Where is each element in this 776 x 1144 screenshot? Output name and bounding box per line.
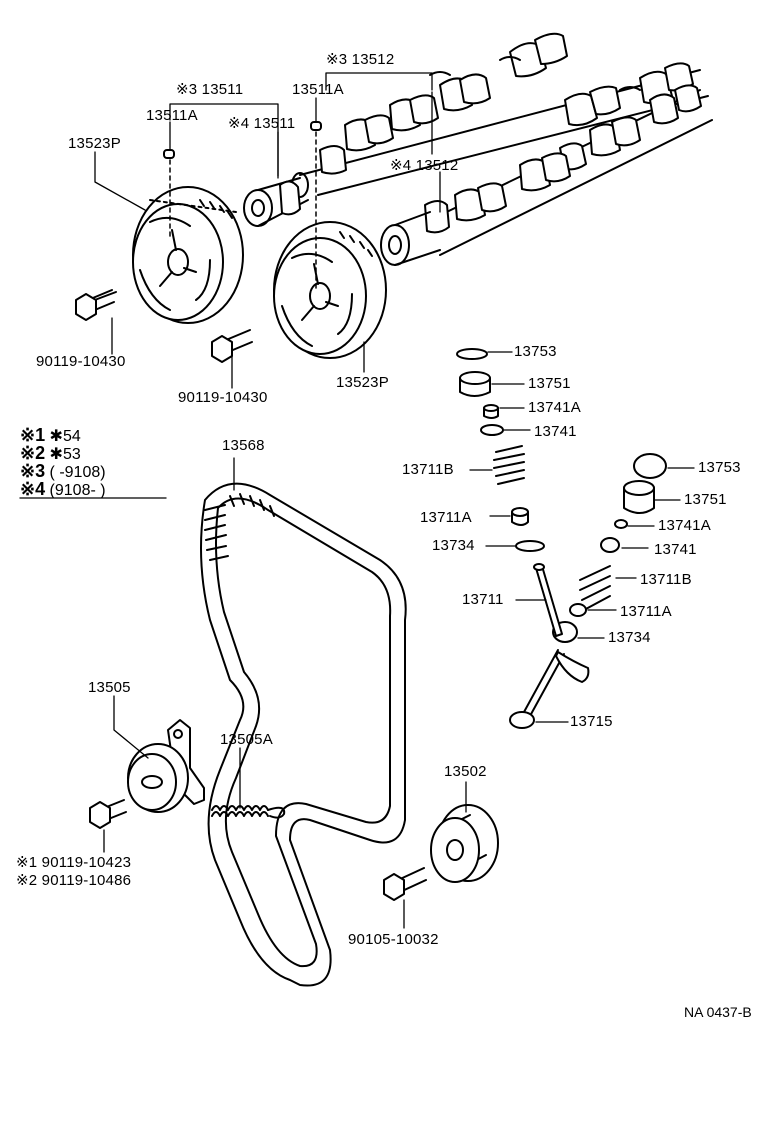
label-13523P-right: 13523P (336, 374, 389, 391)
label-13711A-b: 13711A (620, 603, 672, 620)
valve-icon (509, 649, 590, 729)
label-13502: 13502 (444, 763, 487, 780)
label-13711A-a: 13711A (420, 509, 472, 526)
label-13505: 13505 (88, 679, 131, 696)
idler-pulley (430, 804, 499, 883)
valve-train-exhaust (552, 453, 667, 643)
label-13751-b: 13751 (684, 491, 727, 508)
label-13512-s4: ※4 13512 (390, 157, 459, 174)
label-bolt-left: 90119-10430 (36, 353, 126, 370)
leader-lines (19, 72, 695, 929)
label-tensioner-bolt-2: ※2 90119-10486 (16, 872, 132, 889)
label-13568: 13568 (222, 437, 265, 454)
camshaft-timing-pulley-right (273, 221, 387, 359)
label-13753-a: 13753 (514, 343, 557, 360)
valve-train-intake (456, 348, 545, 552)
label-13511A-left: 13511A (146, 107, 198, 124)
idler-bolt-icon (383, 867, 427, 901)
bolt-left-icon (75, 289, 117, 321)
tensioner-pulley (127, 719, 205, 813)
legend-row-2: ※2 ✱53 (20, 443, 81, 463)
label-13711B-b: 13711B (640, 571, 692, 588)
legend-row-4: ※4 (9108- ) (20, 479, 106, 499)
diagram-code: NA 0437-B (684, 1004, 752, 1020)
shim-13753-icon (456, 348, 488, 360)
tensioner-bolt-icon (89, 799, 127, 829)
label-13511-group: ※3 13511 (176, 81, 244, 98)
label-idler-bolt: 90105-10032 (348, 931, 439, 948)
shim-13753-b-icon (633, 453, 667, 479)
valve-guide-icon (533, 563, 563, 637)
label-13711B-a: 13711B (402, 461, 454, 478)
label-13505A: 13505A (220, 731, 273, 748)
label-13741A-b: 13741A (658, 517, 711, 534)
label-tensioner-bolt-1: ※1 90119-10423 (16, 854, 132, 871)
label-13715: 13715 (570, 713, 613, 730)
knock-pin-right (310, 121, 322, 131)
timing-belt (200, 482, 407, 987)
label-bolt-mid: 90119-10430 (178, 389, 268, 406)
label-13523P-left: 13523P (68, 135, 121, 152)
camshaft-timing-pulley-left (132, 186, 244, 324)
label-13512-group: ※3 13512 (326, 51, 395, 68)
label-13741-a: 13741 (534, 423, 577, 440)
camshaft-lower (380, 84, 713, 266)
label-13741A-a: 13741A (528, 399, 581, 416)
label-13711: 13711 (462, 591, 504, 608)
label-13741-b: 13741 (654, 541, 697, 558)
label-13753-b: 13753 (698, 459, 741, 476)
label-13734-a: 13734 (432, 537, 475, 554)
label-13751-a: 13751 (528, 375, 571, 392)
knock-pin-left (163, 149, 175, 159)
label-13511A-right: 13511A (292, 81, 344, 98)
label-13734-b: 13734 (608, 629, 651, 646)
legend-row-3: ※3 ( -9108) (20, 461, 106, 481)
label-13511-s4: ※4 13511 (228, 115, 296, 132)
legend-row-1: ※1 ✱54 (20, 425, 81, 445)
